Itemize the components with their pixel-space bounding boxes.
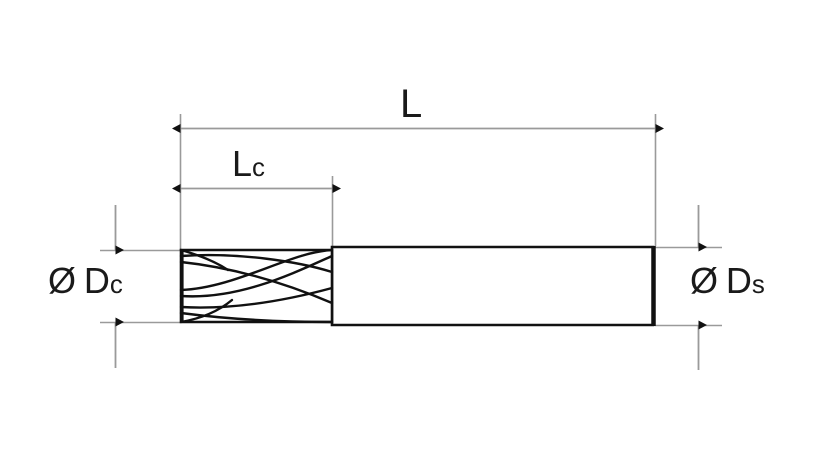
label-Dc-main: D	[83, 260, 110, 301]
label-Lc-sub: c	[252, 154, 265, 182]
tip-edge-lower	[179, 298, 234, 324]
helix-edge-3	[179, 248, 334, 292]
helix-edge-2	[179, 260, 334, 305]
tool-flute-section	[179, 248, 334, 324]
label-Lc-main: L	[232, 143, 253, 184]
helix-edge-4	[179, 254, 334, 298]
label-overall-length: L	[400, 84, 422, 124]
shank-outline	[330, 245, 655, 327]
diameter-symbol-icon: Ø	[48, 260, 77, 301]
label-Ds-sub: s	[751, 271, 765, 299]
diameter-symbol-icon-2: Ø	[690, 260, 719, 301]
helix-edge-5	[179, 286, 334, 309]
label-Ds-main: D	[725, 260, 752, 301]
helix-edge-1	[179, 253, 334, 274]
label-L-text: L	[400, 82, 423, 126]
tip-edge-upper	[179, 248, 230, 272]
tool-shank	[330, 245, 656, 327]
helix-edge-6	[179, 311, 334, 324]
label-cutting-length: Lc	[232, 146, 265, 182]
label-Dc-sub: c	[109, 271, 123, 299]
